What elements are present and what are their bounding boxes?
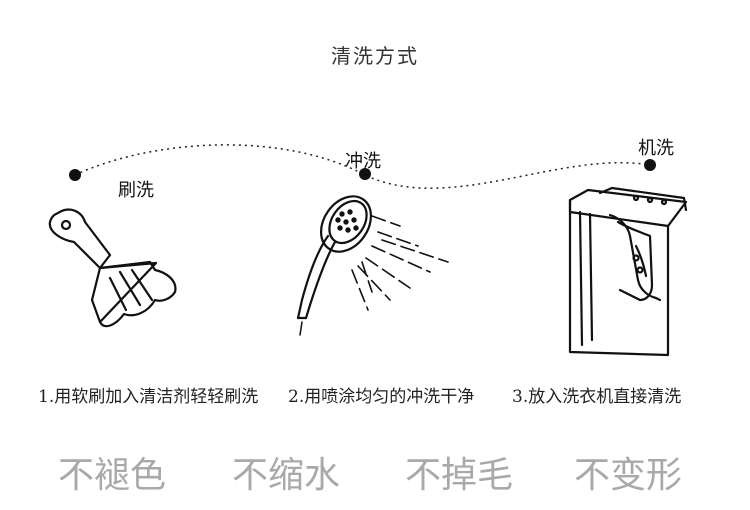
path-dot-3 — [644, 159, 656, 171]
page-title: 清洗方式 — [331, 44, 419, 68]
washing-machine-icon — [568, 186, 688, 357]
feature-list: 不褪色 不缩水 不掉毛 不变形 — [0, 446, 750, 506]
method-illustrations — [48, 144, 688, 357]
method-label-rinse: 冲洗 — [345, 151, 381, 172]
path-dot-1 — [69, 169, 81, 181]
method-label-brush: 刷洗 — [118, 180, 154, 201]
method-label-machine: 机洗 — [638, 138, 674, 159]
path-dot-2 — [359, 168, 371, 180]
feature-item: 不褪色 — [58, 455, 167, 496]
brush-icon — [48, 208, 177, 328]
feature-item: 不变形 — [574, 455, 683, 496]
feature-item: 不掉毛 — [405, 455, 514, 496]
shower-head-icon — [296, 195, 449, 336]
method-description-brush: 1.用软刷加入清洁剂轻轻刷洗 — [38, 387, 259, 407]
method-description-machine: 3.放入洗衣机直接清洗 — [512, 387, 682, 407]
feature-item: 不缩水 — [232, 455, 341, 496]
method-description-rinse: 2.用喷涂均匀的冲洗干净 — [288, 387, 475, 407]
